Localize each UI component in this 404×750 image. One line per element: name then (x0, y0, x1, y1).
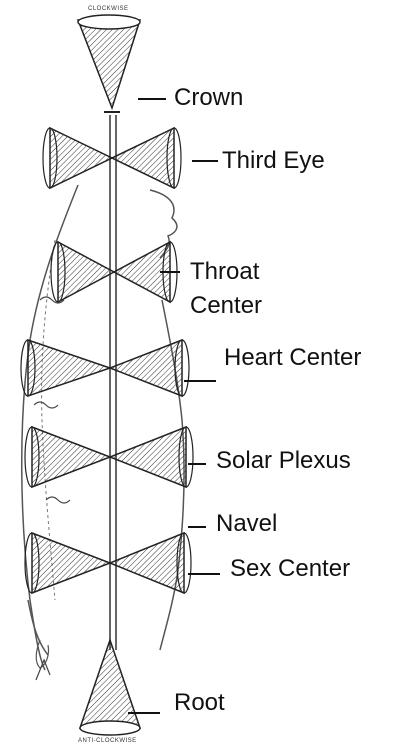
chakra-bowtie-third-eye (43, 128, 181, 188)
crown-leader (138, 98, 166, 100)
chakra-bowtie-throat (51, 242, 177, 302)
heart-leader (184, 380, 216, 382)
sex-center-leader (188, 573, 220, 575)
navel-label: Navel (216, 511, 277, 537)
throat-leader (160, 271, 180, 273)
anticlockwise-caption: ANTI-CLOCKWISE (78, 738, 137, 744)
solar-plexus-label: Solar Plexus (216, 448, 351, 474)
clockwise-caption: CLOCKWISE (88, 6, 129, 12)
sex-center-label: Sex Center (230, 556, 350, 582)
navel-leader (188, 526, 206, 528)
chakra-bowtie-heart (21, 340, 189, 396)
third-eye-leader (192, 160, 218, 162)
crown-cone (78, 15, 140, 112)
heart-label: Heart Center (224, 345, 361, 371)
crown-label: Crown (174, 85, 243, 111)
root-leader (128, 712, 160, 714)
solar-plexus-leader (188, 463, 206, 465)
chakra-bowtie-solar-plexus (25, 427, 193, 487)
throat-label: Throat Center (190, 255, 262, 323)
flow-arrow (36, 660, 50, 680)
root-label: Root (174, 690, 225, 716)
chakra-bowtie-sex (25, 533, 191, 593)
root-cone (80, 640, 140, 735)
third-eye-label: Third Eye (222, 148, 325, 174)
